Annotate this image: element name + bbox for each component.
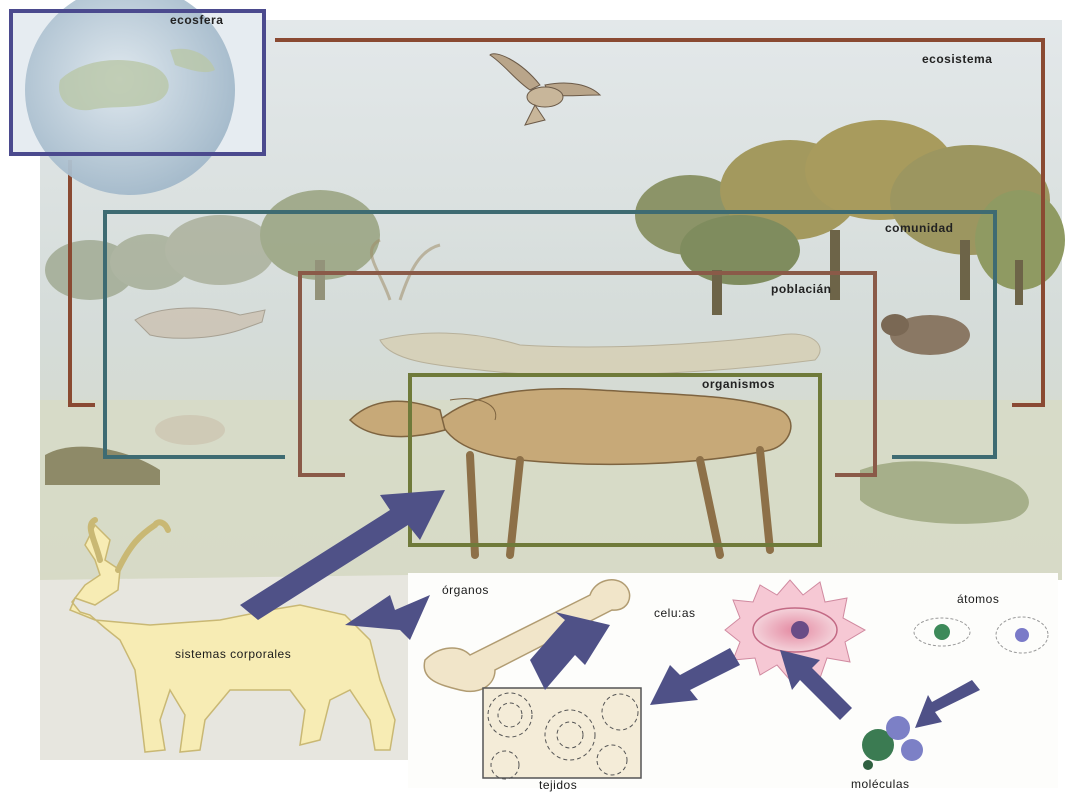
label-poblacion: poblacián [771, 282, 832, 296]
label-ecosfera: ecosfera [170, 13, 223, 27]
label-moleculas: moléculas [851, 777, 910, 791]
label-organismos: organismos [702, 377, 775, 391]
label-sistemas-corporales: sistemas corporales [175, 647, 291, 661]
label-celulas: celu:as [654, 606, 696, 620]
tissue [483, 688, 641, 779]
label-comunidad: comunidad [885, 221, 954, 235]
label-organos: órganos [442, 583, 489, 597]
rabbit [155, 415, 225, 445]
label-ecosistema: ecosistema [922, 52, 992, 66]
label-atomos: átomos [957, 592, 999, 606]
label-tejidos: tejidos [539, 778, 577, 792]
